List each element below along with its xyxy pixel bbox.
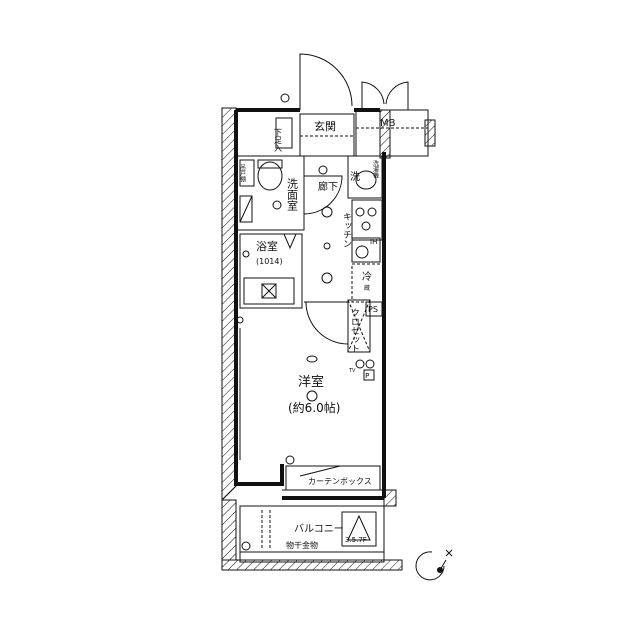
label-western-room: 洋室 bbox=[298, 374, 324, 390]
balcony bbox=[239, 505, 385, 563]
structural-walls bbox=[221, 107, 436, 571]
entrance-area bbox=[275, 53, 355, 157]
closet-area bbox=[236, 299, 383, 353]
bathroom bbox=[239, 233, 303, 309]
label-refrigerator: 冷 bbox=[362, 270, 372, 283]
compass-icon bbox=[415, 549, 453, 581]
label-washroom: 洗面室 bbox=[286, 178, 299, 211]
label-kitchen: キッチン bbox=[341, 212, 352, 248]
label-pipe-space: PS bbox=[368, 305, 378, 314]
label-refrigerator-sub: 蔵 bbox=[364, 284, 370, 292]
label-bathroom: 浴室 bbox=[256, 239, 278, 253]
label-stove: IH bbox=[370, 238, 377, 246]
label-western-room-size: (約6.0帖) bbox=[288, 400, 340, 415]
label-bath-size: (1014) bbox=[256, 257, 283, 266]
label-washing-pan: 洗濯機 bbox=[372, 159, 379, 179]
label-balcony: バルコニー bbox=[294, 523, 344, 535]
label-hallway: 廊下 bbox=[318, 180, 338, 193]
label-shoe-box: 下足入 bbox=[274, 128, 283, 152]
label-hatch-floor: 3.5.7F bbox=[345, 536, 367, 544]
label-outlet-ip: IP bbox=[363, 372, 369, 380]
western-room bbox=[239, 328, 381, 491]
label-laundry-hanger: 物干金物 bbox=[286, 540, 318, 550]
label-toilet-shelf: 吊戸棚 bbox=[239, 164, 246, 183]
label-outlet-tv: TV bbox=[348, 368, 356, 374]
label-entrance: 玄関 bbox=[314, 119, 336, 133]
label-meter-box: MB bbox=[380, 118, 396, 129]
label-washer: 洗 bbox=[350, 171, 360, 183]
meter-box bbox=[355, 81, 429, 157]
label-curtain-box: カーテンボックス bbox=[308, 477, 372, 486]
label-closet: クロゼット bbox=[349, 308, 360, 353]
hallway bbox=[303, 155, 348, 284]
